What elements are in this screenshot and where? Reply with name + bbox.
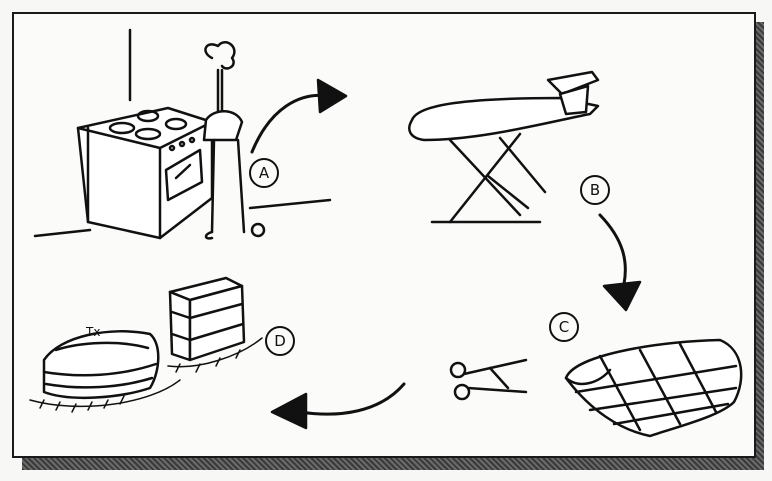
step-label-c: C [549,312,579,342]
ironing-board-icon [409,72,598,222]
arrow-c-to-d-head [272,394,306,428]
scissors-icon [451,360,526,399]
arrow-c-to-d [300,384,404,414]
svg-text:Tx: Tx [85,325,100,339]
floor-line-left [35,230,90,236]
arrow-b-to-c [600,215,625,284]
folded-clothes-icon: Tx [30,325,180,412]
step-label-a: A [249,158,279,188]
stove-icon [78,108,212,238]
floor-line-right [250,200,330,208]
step-label-d: D [265,326,295,356]
arrow-a-to-b [252,95,328,152]
arrow-b-to-c-head [604,282,640,310]
steam-pipe-icon [204,42,264,238]
fabric-roll-icon [566,340,741,436]
step-label-b: B [580,175,610,205]
stacked-boxes-icon [168,278,262,372]
stove-scene [35,30,330,238]
arrow-a-to-b-head [318,80,346,112]
